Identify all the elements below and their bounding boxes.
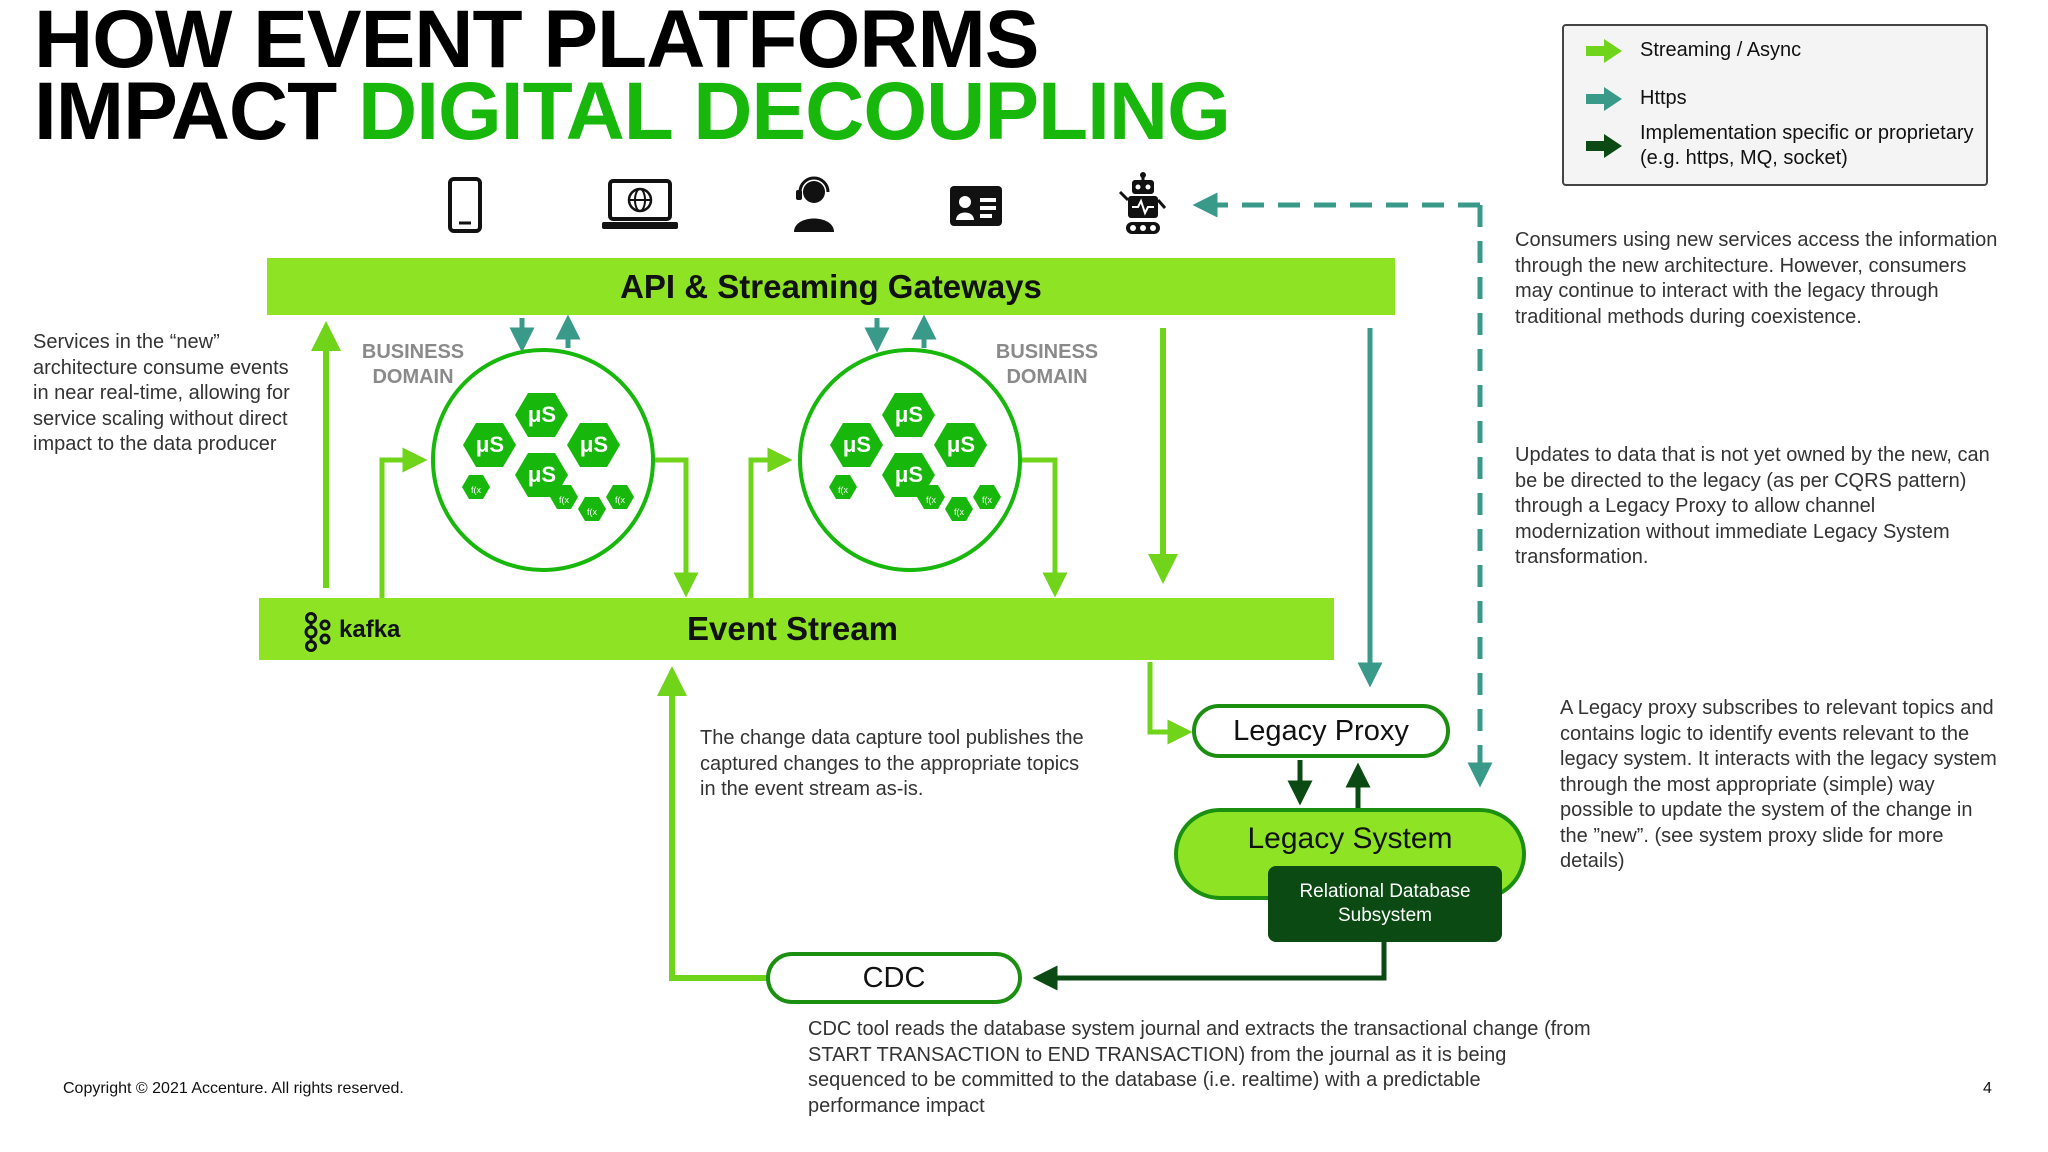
- legacy-proxy-label: Legacy Proxy: [1233, 714, 1409, 747]
- microservice-label: μS: [475, 432, 505, 457]
- function-label: f(x: [982, 495, 992, 505]
- robot-icon: [1118, 172, 1167, 234]
- page-title: HOW EVENT PLATFORMS IMPACT DIGITAL DECOU…: [34, 0, 1231, 153]
- legend-proprietary: Implementation specific or proprietary (…: [1640, 122, 1974, 169]
- note-legacy-proxy: A Legacy proxy subscribes to relevant to…: [1560, 697, 1997, 872]
- note-updates: Updates to data that is not yet owned by…: [1515, 444, 1990, 568]
- domain-2-cluster: [798, 348, 1022, 572]
- function-label: f(x: [615, 495, 625, 505]
- business-domain-2-label: BUSINESS DOMAIN: [995, 341, 1099, 388]
- gateways-label: API & Streaming Gateways: [620, 268, 1042, 305]
- page-number: 4: [1983, 1080, 1992, 1097]
- business-domain-1-label: BUSINESS DOMAIN: [361, 341, 465, 388]
- function-label: f(x: [838, 485, 848, 495]
- laptop-web-icon: [602, 179, 678, 229]
- streaming-arrow-icon: [1586, 39, 1622, 63]
- kafka-logo-icon: [304, 612, 331, 652]
- legacy-proxy: Legacy Proxy: [1192, 704, 1450, 758]
- legend-https: Https: [1640, 87, 1687, 109]
- microservice-label: μS: [579, 432, 609, 457]
- api-streaming-gateways-bar: API & Streaming Gateways: [267, 258, 1395, 315]
- legend-streaming: Streaming / Async: [1640, 39, 1802, 61]
- mobile-phone-icon: [448, 177, 482, 233]
- function-label: f(x: [471, 485, 481, 495]
- copyright: Copyright © 2021 Accenture. All rights r…: [63, 1080, 404, 1097]
- note-services-new: Services in the “new” architecture consu…: [33, 331, 290, 455]
- title-line-1: HOW EVENT PLATFORMS: [34, 0, 1039, 85]
- note-cdc-publish: The change data capture tool publishes t…: [700, 727, 1084, 800]
- note-consumers: Consumers using new services access the …: [1515, 229, 1998, 328]
- microservice-label: μS: [527, 402, 557, 427]
- https-arrow-icon: [1586, 87, 1622, 111]
- cdc-label: CDC: [862, 961, 926, 994]
- title-line-2: IMPACT DIGITAL DECOUPLING: [34, 71, 1231, 153]
- legend: Streaming / Async Https Implementation s…: [1562, 24, 1988, 186]
- microservice-label: μS: [946, 432, 976, 457]
- business-domain-2: μS μS μS μS f(x f(x f(x f(x: [795, 345, 1025, 580]
- microservice-label: μS: [527, 462, 557, 487]
- domain-1-cluster: [431, 348, 655, 572]
- legacy-system-label: Legacy System: [1247, 822, 1453, 855]
- event-stream-bar: kafka Event Stream: [259, 598, 1334, 660]
- microservice-label: μS: [842, 432, 872, 457]
- proprietary-arrow-icon: [1586, 134, 1622, 158]
- function-label: f(x: [559, 495, 569, 505]
- business-domain-1: μS μS μS μS f(x f(x f(x f(x: [428, 345, 658, 580]
- function-label: f(x: [954, 507, 964, 517]
- microservice-label: μS: [894, 402, 924, 427]
- call-center-agent-icon: [794, 176, 834, 232]
- kafka-label: kafka: [339, 616, 401, 643]
- id-card-icon: [950, 186, 1002, 226]
- cdc-tool: CDC: [766, 952, 1022, 1004]
- function-label: f(x: [587, 507, 597, 517]
- event-stream-label: Event Stream: [687, 610, 898, 647]
- db-label: Relational Database Subsystem: [1299, 881, 1471, 926]
- relational-database-subsystem: Relational Database Subsystem: [1268, 866, 1502, 942]
- microservice-label: μS: [894, 462, 924, 487]
- title-line-2-highlight: DIGITAL DECOUPLING: [358, 66, 1231, 157]
- title-line-2-prefix: IMPACT: [34, 66, 359, 157]
- function-label: f(x: [926, 495, 936, 505]
- note-cdc-reads: CDC tool reads the database system journ…: [808, 1018, 1591, 1117]
